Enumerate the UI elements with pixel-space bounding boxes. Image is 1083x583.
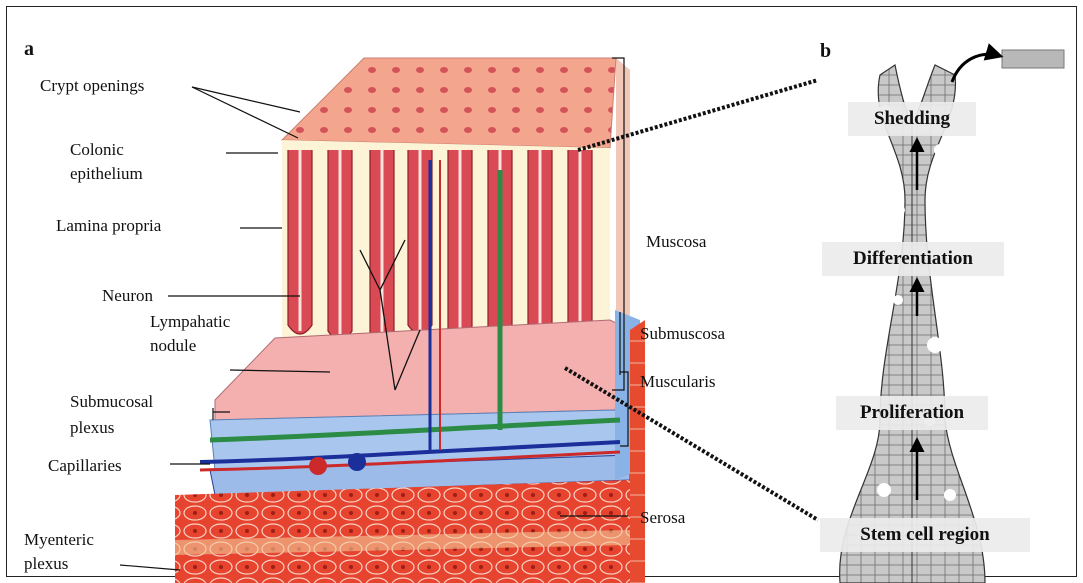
panel-b-letter: b	[820, 40, 831, 63]
panel-a-letter: a	[24, 38, 34, 61]
label-submucosal: Submucosal	[70, 392, 153, 412]
stage-shedding: Shedding	[848, 102, 976, 136]
stage-proliferation: Proliferation	[836, 396, 988, 430]
label-epithelium: epithelium	[70, 164, 143, 184]
stage-stem-cell-region: Stem cell region	[820, 518, 1030, 552]
stage-differentiation: Differentiation	[822, 242, 1004, 276]
label-lamina-propria: Lamina propria	[56, 216, 161, 236]
label-myenteric-plexus: plexus	[24, 554, 68, 574]
label-lymphatic: Lympahatic	[150, 312, 230, 332]
shed-cell	[1002, 50, 1064, 68]
shedding-arrow	[952, 54, 1000, 82]
label-neuron: Neuron	[102, 286, 153, 306]
label-colonic: Colonic	[70, 140, 124, 160]
label-submuscosa: Submuscosa	[640, 324, 725, 344]
label-nodule: nodule	[150, 336, 196, 356]
label-myenteric: Myenteric	[24, 530, 94, 550]
label-capillaries: Capillaries	[48, 456, 122, 476]
label-muscosa: Muscosa	[646, 232, 706, 252]
label-submucosal-plexus: plexus	[70, 418, 114, 438]
label-serosa: Serosa	[640, 508, 685, 528]
label-crypt-openings: Crypt openings	[40, 76, 144, 96]
label-muscularis: Muscularis	[640, 372, 716, 392]
